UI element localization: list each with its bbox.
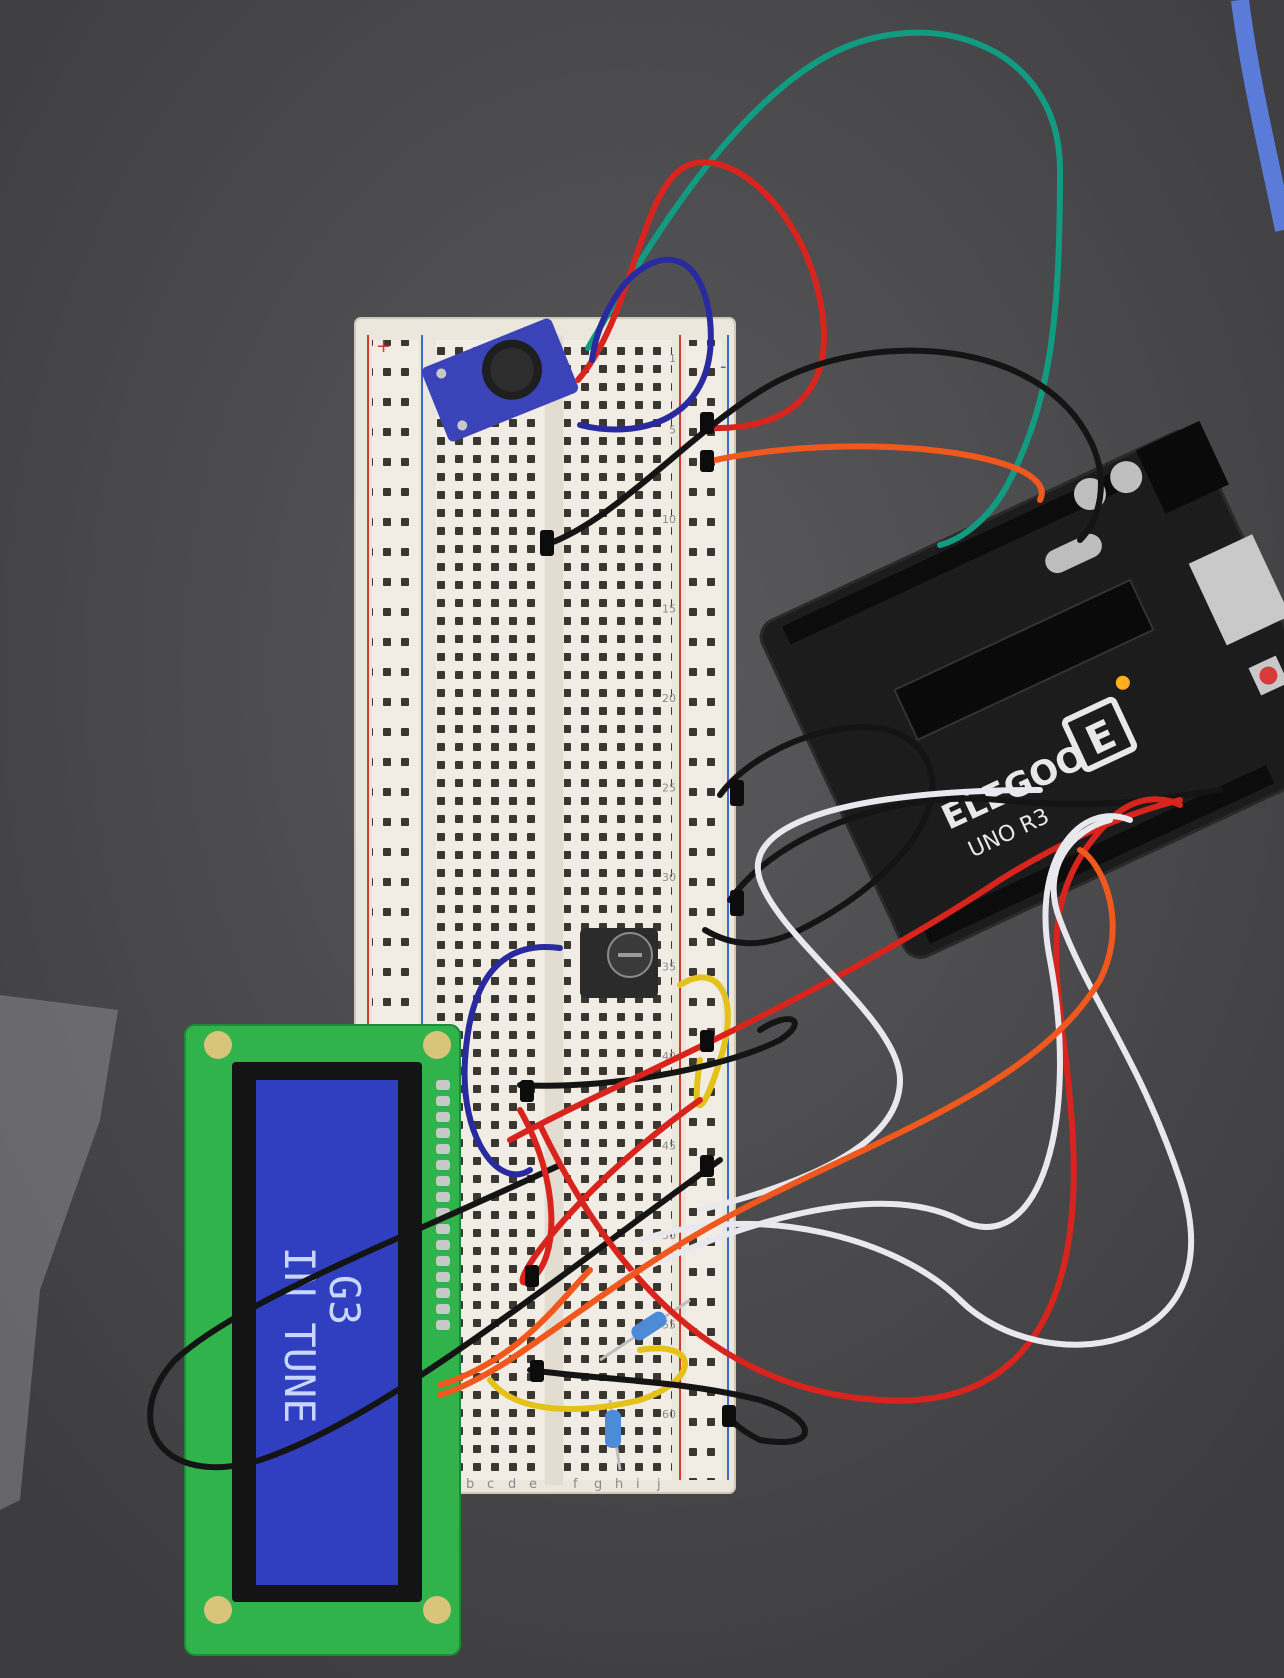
column-letter: i	[636, 1477, 640, 1492]
lcd-pin	[436, 1112, 450, 1122]
arduino-board: E ELEGOO UNO R3	[759, 420, 1284, 959]
resistor-2	[605, 1399, 622, 1471]
lcd-pins	[436, 1080, 450, 1330]
row-label: 5	[669, 424, 676, 437]
column-letter: e	[529, 1477, 537, 1492]
jumper-wires	[147, 29, 1223, 1471]
lcd-pin	[436, 1160, 450, 1170]
plastic-bag	[0, 995, 118, 1510]
row-label: 10	[662, 513, 676, 526]
wire-black-low	[517, 1016, 798, 1089]
rail-plus-symbol: +	[376, 336, 391, 357]
potentiometer	[580, 928, 658, 998]
wire-red-loop	[537, 796, 1183, 1404]
usb-cable	[1231, 0, 1284, 232]
column-letter: g	[594, 1477, 602, 1492]
column-letter: h	[615, 1477, 623, 1492]
wire-black-top	[542, 347, 1104, 548]
wire-blue-top	[577, 256, 714, 433]
lcd-pin	[436, 1288, 450, 1298]
wire-white-3	[697, 787, 1043, 1213]
column-letter: b	[466, 1477, 474, 1492]
column-letter: c	[487, 1477, 494, 1492]
row-label: 1	[669, 352, 676, 365]
power-led	[1115, 675, 1130, 690]
microphone-module	[421, 318, 579, 442]
jumper-tips	[520, 412, 744, 1427]
wire-blue-pot	[461, 944, 563, 1178]
wire-black-mid	[702, 724, 936, 947]
lcd-pin	[436, 1176, 450, 1186]
lcd-pin	[436, 1192, 450, 1202]
wire-white-1	[637, 817, 1195, 1348]
row-label: 30	[662, 871, 676, 884]
row-label: 20	[662, 692, 676, 705]
row-label: 45	[662, 1140, 676, 1153]
column-letter: j	[656, 1477, 661, 1492]
resistor-1	[599, 1298, 691, 1362]
wire-red-top	[575, 159, 827, 432]
wire-white-2	[617, 813, 1133, 1283]
lcd-pin	[436, 1128, 450, 1138]
row-label: 35	[662, 961, 676, 974]
row-label: 25	[662, 782, 676, 795]
lcd-line-1: G3	[320, 1275, 369, 1326]
lcd-pin	[436, 1304, 450, 1314]
lcd-pin	[436, 1272, 450, 1282]
wire-orange-long	[437, 847, 1116, 1398]
wire-orange-lcd	[437, 1267, 593, 1388]
wire-black-lcd	[147, 1157, 723, 1471]
lcd-screen	[256, 1080, 398, 1585]
lcd-pin	[436, 1256, 450, 1266]
lcd-module: G3 IN TUNE	[184, 1024, 461, 1656]
rail-minus-symbol: -	[720, 356, 727, 377]
lcd-pin	[436, 1240, 450, 1250]
lcd-pin	[436, 1080, 450, 1090]
wire-orange-top	[703, 443, 1045, 503]
lcd-pin	[436, 1320, 450, 1330]
column-letter: d	[508, 1477, 516, 1492]
row-label: 60	[662, 1408, 676, 1421]
column-letter: f	[573, 1477, 578, 1492]
row-label: 15	[662, 603, 676, 616]
lcd-pin	[436, 1224, 450, 1234]
lcd-pin	[436, 1144, 450, 1154]
wire-yellow-low	[487, 1345, 688, 1412]
wire-black-bottom	[527, 1367, 808, 1445]
lcd-pin	[436, 1096, 450, 1106]
